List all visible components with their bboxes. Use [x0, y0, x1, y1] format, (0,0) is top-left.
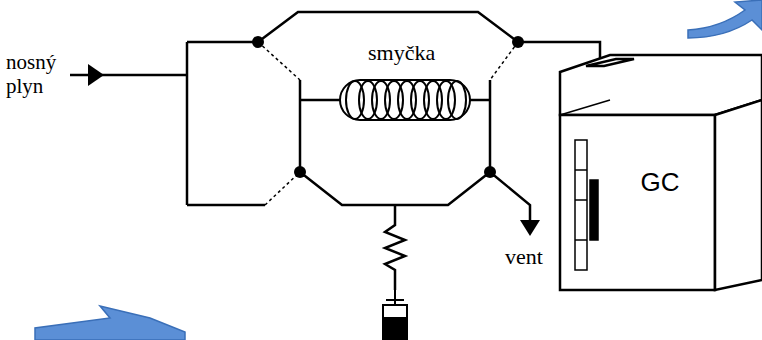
instrument-label: GC — [641, 167, 680, 198]
blue-arrow — [688, 0, 762, 38]
blue-arrow — [35, 306, 185, 340]
diagram-label: nosný plyn — [6, 50, 76, 98]
instrument-box: GC — [635, 163, 686, 202]
diagram-label: smyčka — [368, 40, 435, 65]
diagram-label: vent — [505, 244, 543, 269]
